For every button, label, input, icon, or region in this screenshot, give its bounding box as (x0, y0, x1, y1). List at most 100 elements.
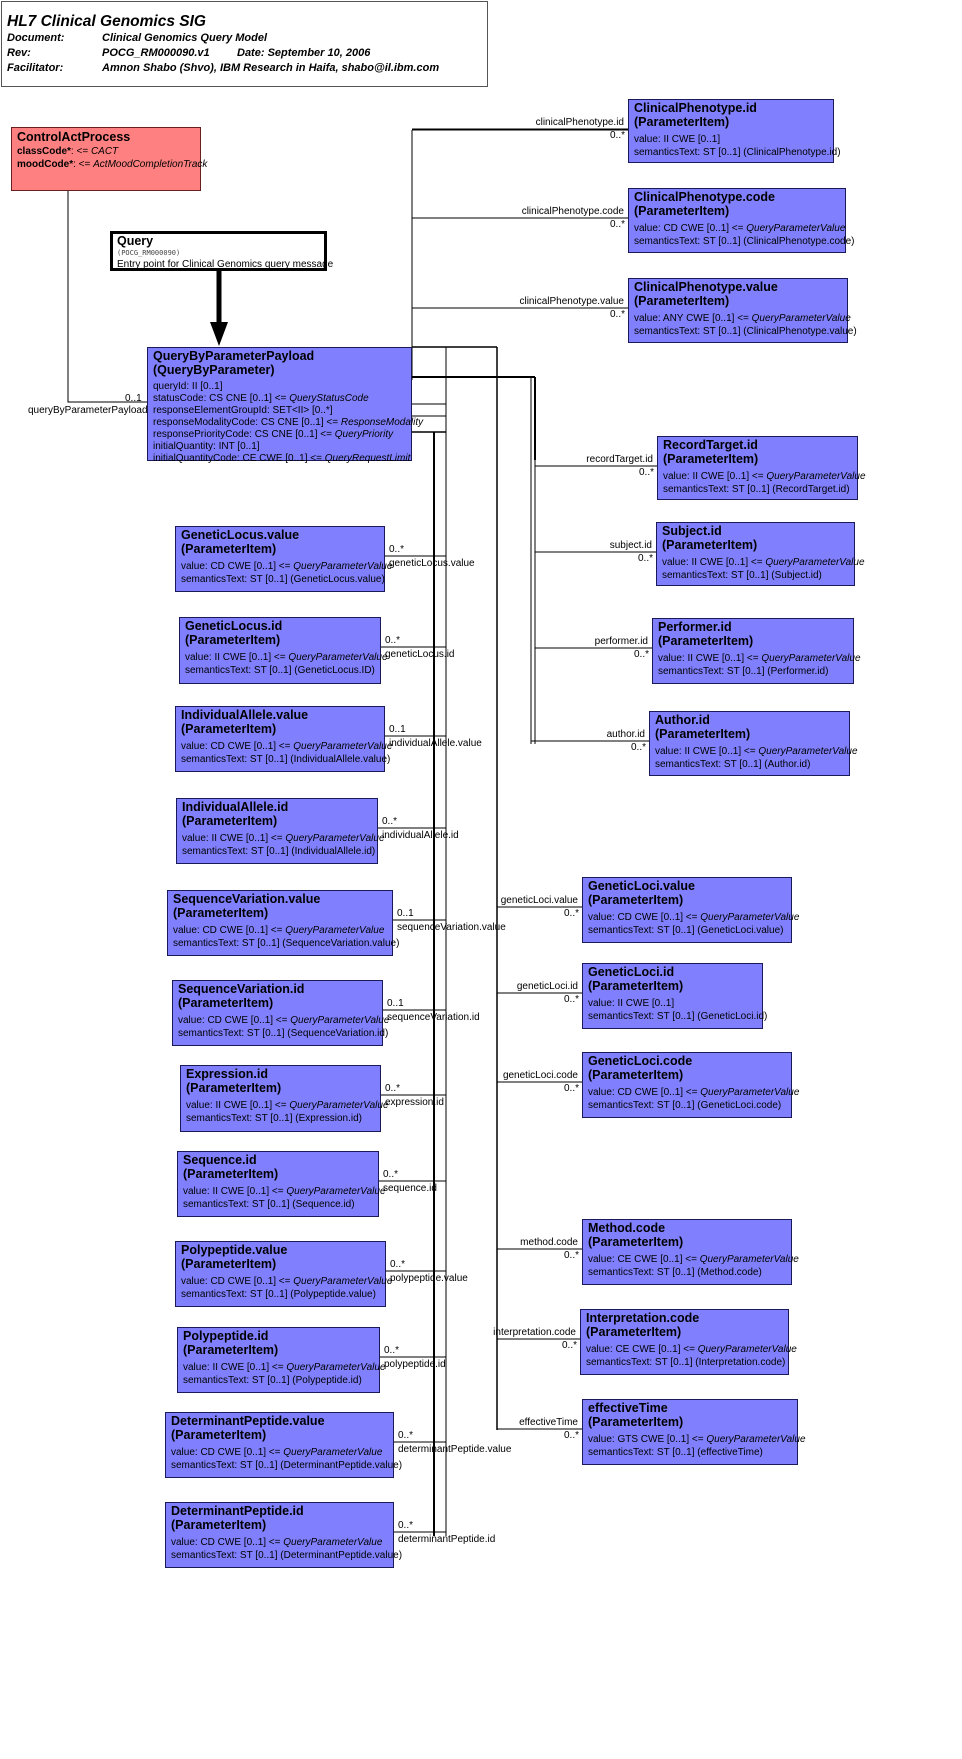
class-attribute: semanticsText: ST [0..1] (ClinicalPhenot… (634, 147, 841, 158)
class-subtitle: (ParameterItem) (183, 1343, 279, 1357)
parameter-item-class-geneticloci-code[interactable]: GeneticLoci.code(ParameterItem)value: CD… (582, 1052, 800, 1118)
parameter-item-class-author-id[interactable]: Author.id(ParameterItem)value: II CWE [0… (649, 711, 858, 776)
class-attribute: semanticsText: ST [0..1] (IndividualAlle… (182, 846, 376, 857)
multiplicity-label: 0..* (385, 635, 401, 646)
parameter-item-class-polypeptide-value[interactable]: Polypeptide.value(ParameterItem)value: C… (175, 1241, 393, 1307)
class-title: DeterminantPeptide.value (171, 1414, 325, 1428)
query-entry-point[interactable]: Query (POCG_RM000090) Entry point for Cl… (110, 231, 333, 271)
class-attribute: responseElementGroupId: SET<II> [0..*] (153, 405, 333, 416)
class-attribute: value: CE CWE [0..1] <= QueryParameterVa… (588, 1254, 799, 1265)
class-title: Method.code (588, 1221, 666, 1235)
query-by-parameter-payload-class[interactable]: QueryByParameterPayload (QueryByParamete… (147, 347, 423, 464)
header-key: Facilitator: (7, 62, 64, 74)
class-attribute: value: CD CWE [0..1] <= QueryParameterVa… (588, 1087, 800, 1098)
multiplicity-label: 0..* (564, 908, 580, 919)
class-attribute: initialQuantityCode: CE CWE [0..1] <= Qu… (153, 453, 411, 464)
association-role-label: recordTarget.id (586, 454, 653, 465)
class-attribute: semanticsText: ST [0..1] (DeterminantPep… (171, 1460, 403, 1471)
association-role-label: sequenceVariation.id (387, 1012, 480, 1023)
parameter-item-class-geneticloci-id[interactable]: GeneticLoci.id(ParameterItem)value: II C… (582, 963, 767, 1029)
multiplicity-label: 0..* (383, 1169, 399, 1180)
class-attribute: value: CD CWE [0..1] <= QueryParameterVa… (171, 1537, 383, 1548)
parameter-item-class-performer-id[interactable]: Performer.id(ParameterItem)value: II CWE… (652, 618, 861, 684)
class-subtitle: (ParameterItem) (662, 538, 758, 552)
class-attribute: semanticsText: ST [0..1] (Polypeptide.va… (181, 1289, 376, 1300)
class-subtitle: (ParameterItem) (588, 893, 684, 907)
class-attribute: classCode*: <= CACT (17, 146, 119, 157)
header-value: Amnon Shabo (Shvo), IBM Research in Haif… (102, 62, 440, 74)
parameter-item-class-sequencevariation-value[interactable]: SequenceVariation.value(ParameterItem)va… (167, 890, 400, 956)
class-subtitle: (ParameterItem) (178, 996, 274, 1010)
class-attribute: semanticsText: ST [0..1] (Author.id) (655, 759, 811, 770)
class-attribute: semanticsText: ST [0..1] (Polypeptide.id… (183, 1375, 362, 1386)
parameter-item-class-geneticlocus-id[interactable]: GeneticLocus.id(ParameterItem)value: II … (179, 617, 388, 684)
class-attribute: value: CD CWE [0..1] <= QueryParameterVa… (634, 223, 846, 234)
parameter-item-class-individualallele-value[interactable]: IndividualAllele.value(ParameterItem)val… (175, 706, 393, 772)
class-attribute: value: CD CWE [0..1] <= QueryParameterVa… (181, 741, 393, 752)
parameter-item-class-clinicalphenotype-code[interactable]: ClinicalPhenotype.code(ParameterItem)val… (628, 188, 854, 253)
header-value: Clinical Genomics Query Model (102, 32, 268, 44)
parameter-item-class-sequence-id[interactable]: Sequence.id(ParameterItem)value: II CWE … (177, 1151, 386, 1217)
header-title: HL7 Clinical Genomics SIG (7, 13, 206, 30)
parameter-item-class-polypeptide-id[interactable]: Polypeptide.id(ParameterItem)value: II C… (177, 1327, 386, 1393)
parameter-item-class-individualallele-id[interactable]: IndividualAllele.id(ParameterItem)value:… (176, 798, 385, 864)
parameter-item-class-subject-id[interactable]: Subject.id(ParameterItem)value: II CWE [… (656, 522, 865, 586)
class-subtitle: (ParameterItem) (182, 814, 278, 828)
parameter-item-class-effectivetime[interactable]: effectiveTime(ParameterItem)value: GTS C… (582, 1399, 806, 1465)
multiplicity-label: 0..* (389, 544, 405, 555)
class-attribute: value: II CWE [0..1] (588, 998, 675, 1009)
class-attribute: value: CD CWE [0..1] <= QueryParameterVa… (181, 1276, 393, 1287)
parameter-item-class-determinantpeptide-value[interactable]: DeterminantPeptide.value(ParameterItem)v… (165, 1412, 403, 1478)
association-line (67, 191, 147, 403)
multiplicity-label: 0..* (385, 1083, 401, 1094)
parameter-item-class-clinicalphenotype-value[interactable]: ClinicalPhenotype.value(ParameterItem)va… (628, 278, 857, 343)
parameter-item-class-recordtarget-id[interactable]: RecordTarget.id(ParameterItem)value: II … (657, 436, 866, 500)
class-subtitle: (ParameterItem) (586, 1325, 682, 1339)
multiplicity-label: 0..* (610, 219, 626, 230)
class-title: Sequence.id (183, 1153, 257, 1167)
class-title: ClinicalPhenotype.value (634, 280, 778, 294)
multiplicity-label: 0..* (564, 994, 580, 1005)
parameter-item-class-sequencevariation-id[interactable]: SequenceVariation.id(ParameterItem) value… (172, 980, 390, 1046)
entry-code: (POCG_RM000090) (117, 249, 181, 257)
class-attribute: queryId: II [0..1] (153, 381, 223, 392)
class-attribute: value: ANY CWE [0..1] <= QueryParameterV… (634, 313, 851, 324)
class-title: GeneticLoci.id (588, 965, 675, 979)
class-attribute: value: II CWE [0..1] <= QueryParameterVa… (182, 833, 385, 844)
class-title: DeterminantPeptide.id (171, 1504, 304, 1518)
class-attribute: value: II CWE [0..1] <= QueryParameterVa… (185, 652, 388, 663)
class-attribute: initialQuantity: INT [0..1] (153, 441, 260, 452)
parameter-item-class-geneticlocus-value[interactable]: GeneticLocus.value(ParameterItem)value: … (175, 526, 392, 592)
multiplicity-label: 0..* (634, 649, 650, 660)
association-role-label: effectiveTime (519, 1417, 578, 1428)
association-role-label: geneticLocus.id (385, 649, 455, 660)
class-subtitle: (ParameterItem) (181, 1257, 277, 1271)
multiplicity-label: 0..* (610, 309, 626, 320)
parameter-item-class-determinantpeptide-id[interactable]: DeterminantPeptide.id(ParameterItem)valu… (165, 1502, 403, 1568)
multiplicity-label: 0..1 (397, 908, 414, 919)
class-title: SequenceVariation.id (178, 982, 305, 996)
arrowhead (210, 322, 228, 346)
parameter-item-class-clinicalphenotype-id[interactable]: ClinicalPhenotype.id(ParameterItem)value… (628, 99, 841, 163)
control-act-process-class[interactable]: ControlActProcess classCode*: <= CACT mo… (11, 127, 207, 191)
association-role-label: subject.id (609, 540, 652, 551)
class-title: ClinicalPhenotype.code (634, 190, 776, 204)
parameter-item-class-method-code[interactable]: Method.code(ParameterItem)value: CE CWE … (582, 1219, 799, 1285)
class-title: SequenceVariation.value (173, 892, 321, 906)
class-subtitle: (ParameterItem) (655, 727, 751, 741)
parameter-item-class-expression-id[interactable]: Expression.id(ParameterItem)value: II CW… (180, 1065, 389, 1132)
parameter-item-class-geneticloci-value[interactable]: GeneticLoci.value(ParameterItem)value: C… (582, 877, 799, 943)
association-role-label: geneticLoci.id (516, 981, 578, 992)
parameter-item-class-interpretation-code[interactable]: Interpretation.code(ParameterItem)value:… (580, 1309, 797, 1375)
association-role-label: queryByParameterPayload (28, 405, 148, 416)
class-attribute: semanticsText: ST [0..1] (DeterminantPep… (171, 1550, 403, 1561)
class-title: Expression.id (186, 1067, 268, 1081)
multiplicity-label: 0..* (564, 1250, 580, 1261)
class-attribute: value: CD CWE [0..1] <= QueryParameterVa… (178, 1015, 390, 1026)
association-role-label: clinicalPhenotype.value (519, 296, 624, 307)
class-attribute: semanticsText: ST [0..1] (GeneticLocus.v… (181, 574, 385, 585)
multiplicity-label: 0..1 (389, 724, 406, 735)
multiplicity-label: 0..* (631, 742, 647, 753)
class-attribute: semanticsText: ST [0..1] (SequenceVariat… (173, 938, 400, 949)
